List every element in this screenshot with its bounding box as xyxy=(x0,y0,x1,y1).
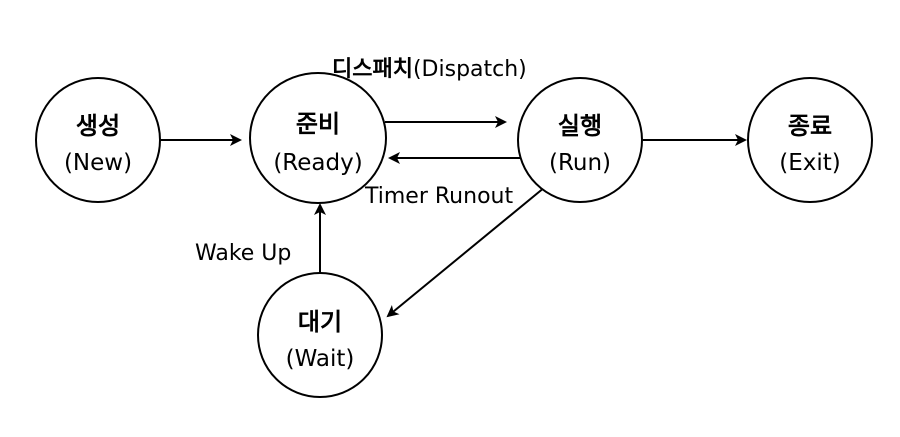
node-ready-title: 준비 xyxy=(296,110,340,138)
node-run-title: 실행 xyxy=(558,112,602,140)
node-wait-subtitle: (Wait) xyxy=(286,346,355,372)
dispatch-label-english: (Dispatch) xyxy=(413,57,527,82)
node-run: 실행 (Run) xyxy=(517,77,643,203)
wake-up-label: Wake Up xyxy=(195,241,291,266)
node-exit-subtitle: (Exit) xyxy=(779,150,841,176)
timer-runout-label: Timer Runout xyxy=(364,184,513,209)
node-ready-subtitle: (Ready) xyxy=(273,150,362,176)
node-exit: 종료 (Exit) xyxy=(747,77,873,203)
node-new: 생성 (New) xyxy=(35,77,161,203)
node-ready: 준비 (Ready) xyxy=(249,72,387,204)
node-new-title: 생성 xyxy=(76,112,120,140)
node-wait-title: 대기 xyxy=(298,308,342,336)
node-exit-title: 종료 xyxy=(788,112,832,140)
node-wait: 대기 (Wait) xyxy=(257,272,383,398)
node-run-subtitle: (Run) xyxy=(549,150,611,176)
node-new-subtitle: (New) xyxy=(64,150,132,176)
edge-run-to-wait xyxy=(386,186,546,318)
dispatch-label: 디스패치(Dispatch) xyxy=(332,57,527,82)
